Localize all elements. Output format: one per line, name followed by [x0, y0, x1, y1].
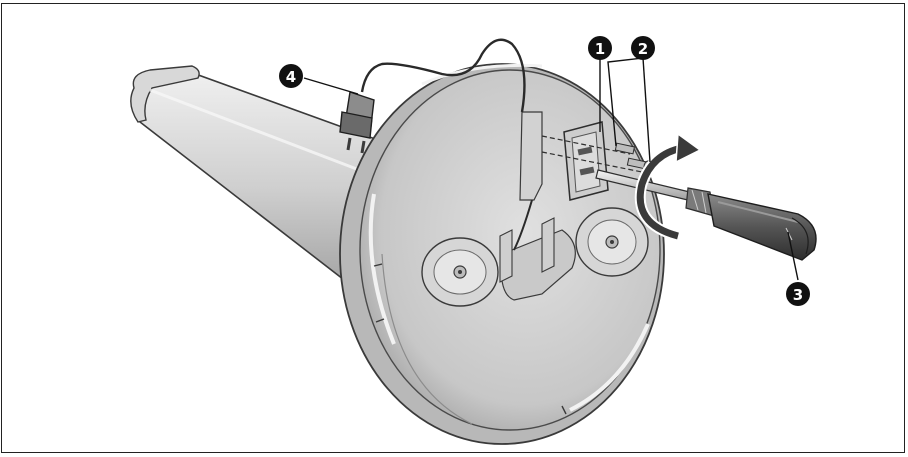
callout-2-label: 2	[638, 40, 648, 58]
callout-4-label: 4	[286, 68, 296, 86]
callout-3: 3	[786, 282, 810, 306]
callout-3-label: 3	[793, 286, 803, 304]
right-wheel	[575, 207, 649, 277]
left-wheel	[421, 237, 499, 307]
callout-1: 1	[588, 36, 612, 60]
power-cable	[360, 38, 533, 251]
assembly-illustration: 1 2 3 4	[130, 36, 817, 445]
callout-2: 2	[631, 36, 655, 60]
callout-1-label: 1	[595, 40, 605, 58]
screw-upper	[614, 142, 636, 155]
power-plug	[339, 91, 375, 154]
rotation-arrow	[634, 132, 702, 242]
callout-4: 4	[279, 64, 303, 88]
figure-frame: 1 2 3 4	[1, 3, 905, 453]
base-disc	[339, 63, 665, 445]
